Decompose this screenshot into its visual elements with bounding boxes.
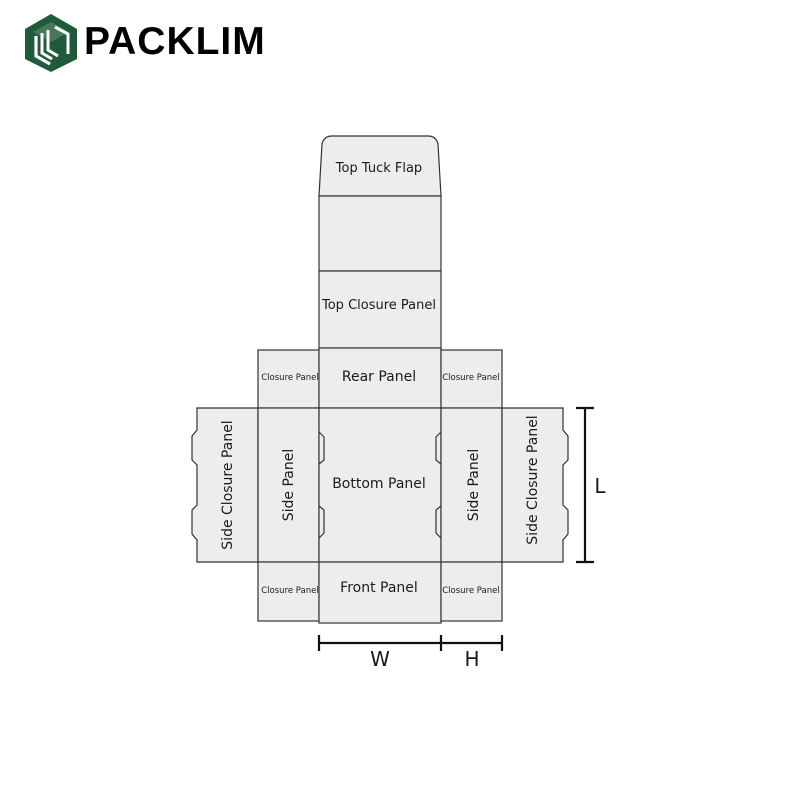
closure-panel-bottom-right: [440, 561, 503, 622]
label-side-panel-right: Side Panel: [466, 449, 482, 522]
top-inner-panel: [318, 195, 442, 272]
label-closure-panel-top-left: Closure Panel: [261, 373, 318, 383]
top-tuck-flap: [318, 135, 442, 197]
label-closure-panel-bottom-right: Closure Panel: [442, 586, 499, 596]
dimension-l-label: L: [594, 474, 606, 498]
lock-notches: [318, 431, 442, 539]
hexagon-cube-icon: [25, 14, 77, 72]
label-side-closure-panel-right: Side Closure Panel: [525, 415, 541, 544]
label-rear-panel: Rear Panel: [342, 369, 416, 385]
label-front-panel: Front Panel: [340, 580, 418, 596]
dimension-h: [441, 635, 504, 651]
label-top-closure-panel: Top Closure Panel: [321, 298, 436, 313]
label-side-panel-left: Side Panel: [281, 449, 297, 522]
front-panel: [318, 561, 442, 624]
rear-panel: [318, 347, 442, 409]
label-closure-panel-top-right: Closure Panel: [442, 373, 499, 383]
brand-name: PACKLIM: [84, 20, 266, 63]
side-closure-panel-right: [501, 407, 569, 563]
dimension-h-label: H: [464, 647, 479, 671]
top-closure-panel: [318, 270, 442, 349]
label-closure-panel-bottom-left: Closure Panel: [261, 586, 318, 596]
dimension-l: [576, 406, 594, 564]
bottom-panel: [318, 407, 442, 563]
label-side-closure-panel-left: Side Closure Panel: [220, 420, 236, 549]
label-bottom-panel: Bottom Panel: [332, 476, 426, 492]
label-top-tuck-flap: Top Tuck Flap: [335, 161, 422, 176]
brand-logo: [22, 12, 282, 74]
dimension-w-label: W: [370, 647, 390, 671]
